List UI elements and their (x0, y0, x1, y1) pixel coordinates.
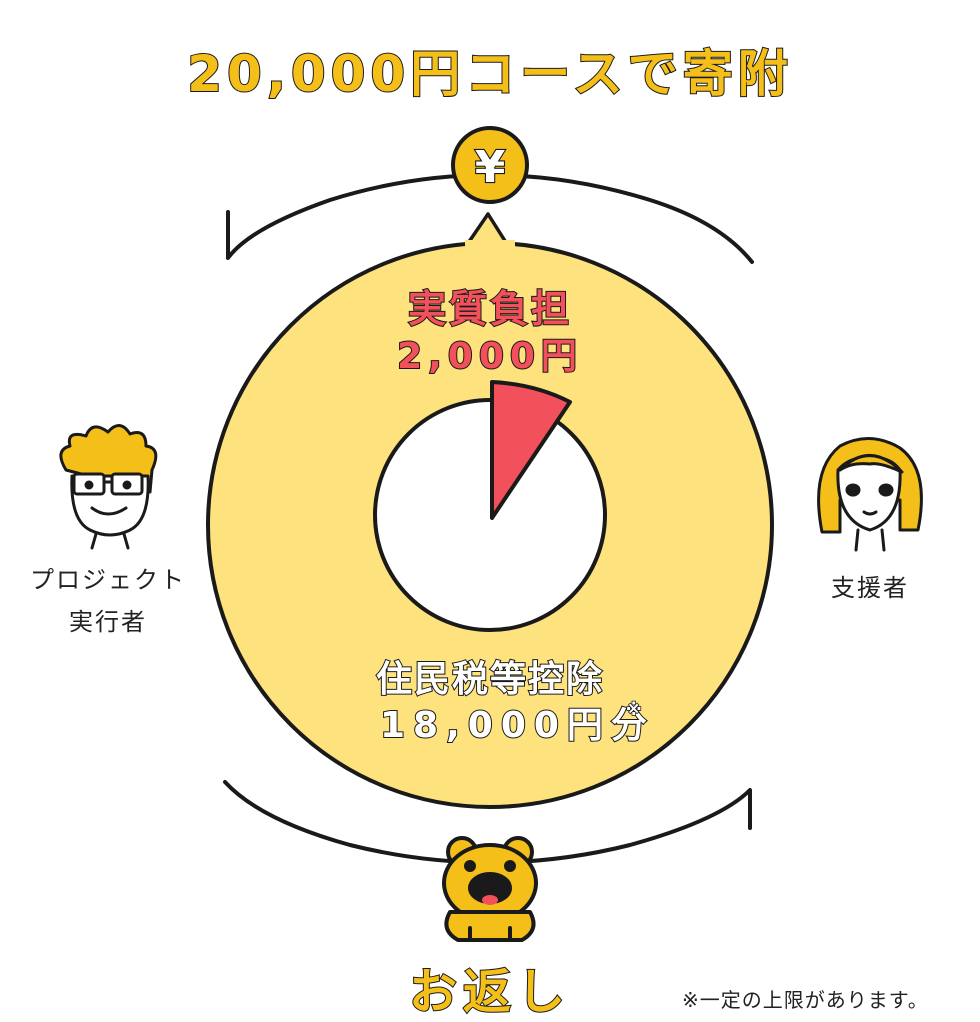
yen-coin-icon: ¥ (451, 126, 529, 204)
supporter-avatar-icon (817, 436, 923, 552)
tax-deduction-footnote-mark: ※ (625, 699, 642, 720)
page-title: 20,000円コースで寄附 (186, 44, 793, 104)
project-executor-avatar-icon (59, 424, 158, 550)
project-executor-label-line1: プロジェクト (30, 566, 186, 594)
limit-footnote: ※一定の上限があります。 (682, 988, 929, 1012)
yen-glyph: ¥ (475, 142, 506, 193)
burden-wedge (490, 380, 572, 520)
bear-mascot-icon (442, 836, 538, 942)
supporter-label: 支援者 (831, 574, 909, 602)
tax-deduction-label: 住民税等控除 (375, 658, 604, 701)
gift-label: お返し (408, 963, 571, 1021)
burden-label: 実質負担 (407, 286, 572, 332)
project-executor-label-line2: 実行者 (69, 608, 147, 636)
tax-deduction-amount: 18,000円分 (379, 704, 655, 747)
donut-chart (206, 212, 774, 809)
burden-amount: 2,000円 (396, 335, 583, 378)
